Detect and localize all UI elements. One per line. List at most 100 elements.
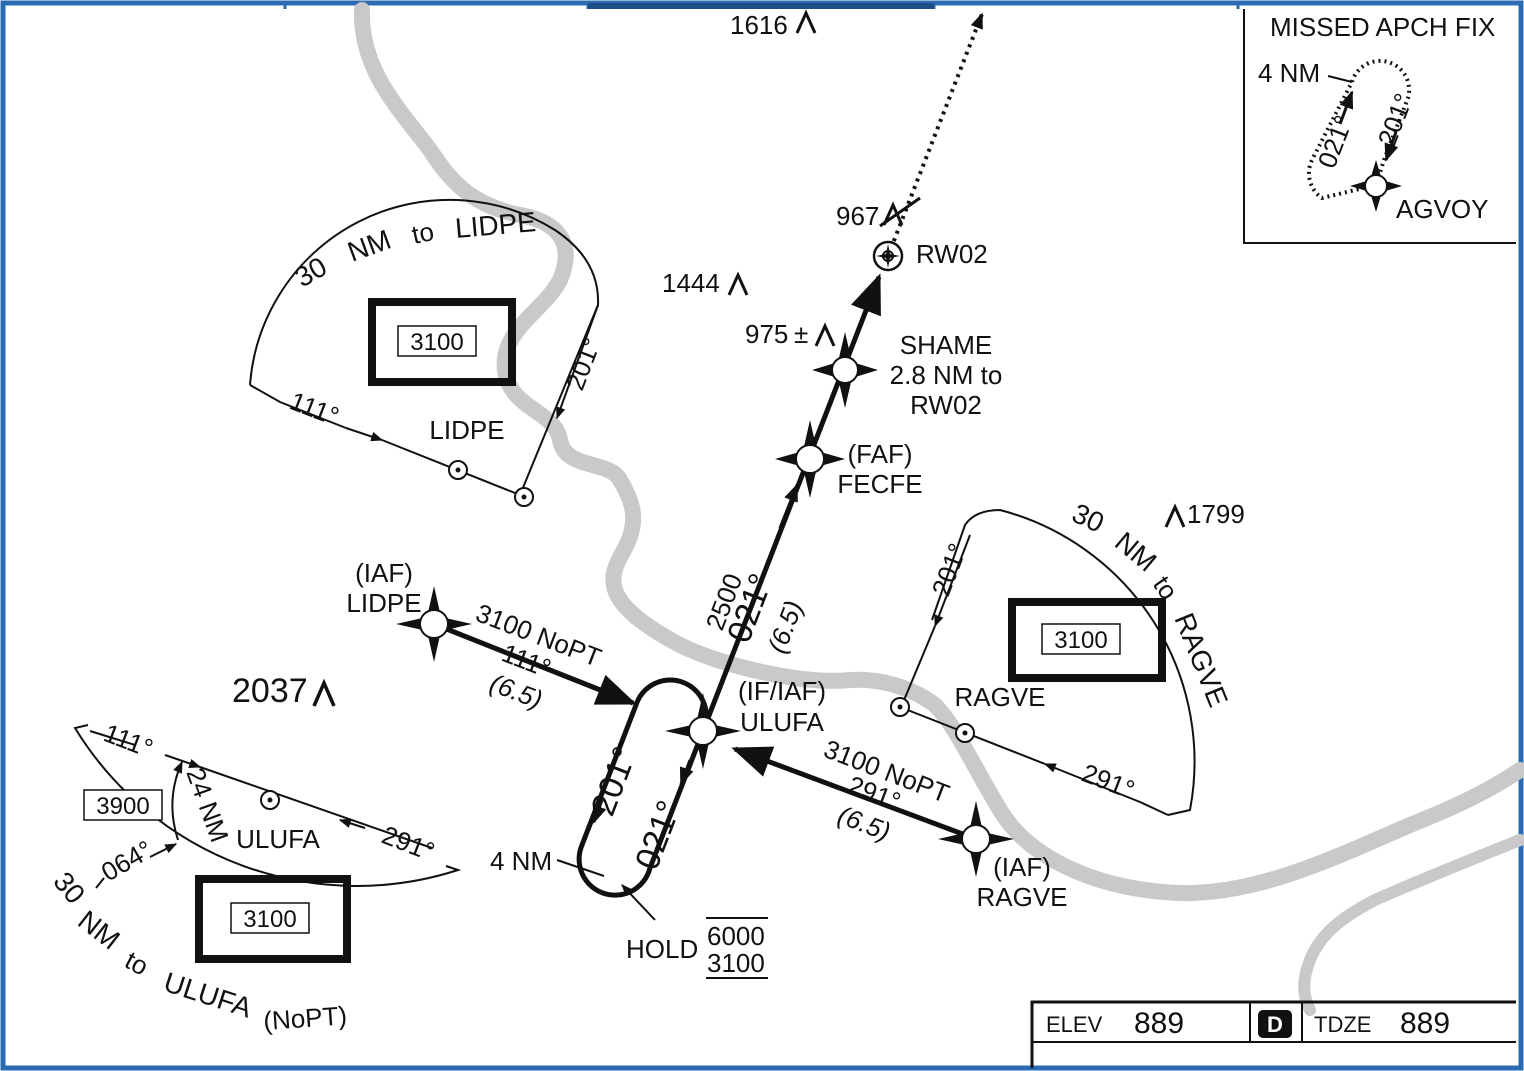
svg-text:(IF/IAF): (IF/IAF)	[738, 676, 826, 706]
elevation-box: ELEV 889 D TDZE 889	[1030, 1000, 1516, 1068]
peak-1444: 1444	[662, 268, 749, 298]
fix-shame: SHAME 2.8 NM to RW02	[812, 330, 1002, 420]
svg-text:2.8 NM to: 2.8 NM to	[890, 360, 1003, 390]
svg-text:3900: 3900	[96, 793, 149, 820]
svg-text:NM: NM	[1109, 526, 1162, 578]
svg-text:LIDPE: LIDPE	[429, 415, 504, 445]
waypoint-lidpe	[448, 460, 468, 480]
svg-text:111°: 111°	[286, 386, 343, 432]
svg-text:3100: 3100	[410, 329, 463, 356]
taa-ragve: 201° 291° 30 NM to RAGVE RAGVE 3100	[890, 497, 1234, 816]
svg-text:D: D	[1267, 1012, 1283, 1037]
svg-text:30: 30	[47, 866, 91, 910]
svg-text:064°: 064°	[96, 834, 158, 887]
svg-text:021°: 021°	[1312, 111, 1359, 172]
runway-fix: RW02	[872, 239, 988, 272]
svg-text:967: 967	[836, 201, 879, 231]
route-ragve: 3100 NoPT 291° (6.5)	[731, 734, 977, 847]
svg-text:201°: 201°	[926, 539, 973, 600]
svg-text:1799: 1799	[1187, 499, 1245, 529]
svg-text:HOLD: HOLD	[626, 934, 698, 964]
waypoint-ragve-corner	[890, 697, 910, 717]
svg-text:TDZE: TDZE	[1314, 1012, 1371, 1037]
svg-text:ELEV: ELEV	[1046, 1012, 1103, 1037]
peak-1616: 1616	[730, 9, 817, 40]
missed-approach-inset: MISSED APCH FIX 4 NM 021° 201° AGVOY	[1243, 9, 1516, 244]
route-lidpe: 3100 NoPT 111° (6.5)	[433, 598, 637, 715]
svg-text:201°: 201°	[560, 333, 607, 394]
fix-lidpe-iaf: (IAF) LIDPE	[346, 558, 472, 662]
peak-icon	[882, 201, 904, 226]
svg-text:291°: 291°	[1078, 758, 1139, 805]
svg-text:(IAF): (IAF)	[355, 558, 413, 588]
svg-text:2037: 2037	[232, 672, 308, 710]
svg-text:to: to	[409, 216, 436, 250]
svg-text:111°: 111°	[100, 718, 157, 764]
svg-text:ULUFA: ULUFA	[236, 824, 320, 854]
svg-text:(IAF): (IAF)	[993, 852, 1051, 882]
svg-text:±: ±	[794, 319, 808, 349]
svg-text:30: 30	[290, 251, 332, 293]
svg-text:NM: NM	[343, 224, 395, 268]
svg-text:RAGVE: RAGVE	[1168, 609, 1233, 712]
hold-inbound-course: 021°	[628, 796, 689, 875]
peak-icon	[814, 322, 836, 347]
svg-text:3100: 3100	[707, 948, 765, 978]
fix-agvoy	[1350, 160, 1402, 212]
svg-text:975: 975	[745, 319, 788, 349]
svg-text:30: 30	[1067, 497, 1108, 538]
svg-text:291°: 291°	[378, 820, 439, 867]
waypoint-lidpe-corner	[514, 487, 534, 507]
missed-approach-path	[879, 12, 984, 257]
dme-badge	[1258, 1010, 1292, 1038]
peak-967: 967	[836, 201, 904, 231]
svg-text:(NoPT): (NoPT)	[262, 1000, 348, 1036]
hold-altitudes: HOLD 6000 3100	[626, 917, 768, 979]
svg-text:ULUFA: ULUFA	[740, 707, 824, 737]
svg-text:3100: 3100	[243, 906, 296, 933]
svg-text:FECFE: FECFE	[837, 469, 922, 499]
svg-text:(FAF): (FAF)	[848, 439, 913, 469]
peak-icon	[727, 271, 749, 296]
svg-text:4 NM: 4 NM	[1258, 58, 1320, 88]
svg-text:RAGVE: RAGVE	[954, 682, 1045, 712]
svg-text:to: to	[120, 945, 153, 982]
waypoint-ragve	[955, 723, 975, 743]
fix-fecfe: (FAF) FECFE	[775, 420, 923, 499]
peak-975: 975 ±	[745, 319, 836, 349]
peak-icon	[795, 9, 817, 34]
final-approach-course	[700, 273, 882, 732]
waypoint-ulufa	[260, 790, 280, 810]
svg-text:RW02: RW02	[910, 390, 982, 420]
svg-text:6000: 6000	[707, 921, 765, 951]
svg-text:ULUFA: ULUFA	[160, 966, 256, 1023]
svg-text:3100: 3100	[1054, 627, 1107, 654]
svg-text:LIDPE: LIDPE	[346, 588, 421, 618]
svg-text:889: 889	[1400, 1007, 1450, 1040]
hold-pattern	[556, 677, 709, 921]
hold-outbound-course: 201°	[584, 742, 645, 821]
svg-text:SHAME: SHAME	[900, 330, 992, 360]
svg-text:AGVOY: AGVOY	[1396, 194, 1488, 224]
svg-text:RW02: RW02	[916, 239, 988, 269]
peak-2037: 2037	[232, 672, 336, 710]
svg-text:RAGVE: RAGVE	[976, 882, 1067, 912]
svg-text:201°: 201°	[1372, 89, 1419, 150]
peak-icon	[1164, 503, 1186, 528]
river-branch	[1298, 834, 1524, 1016]
peak-1799: 1799	[1164, 499, 1245, 529]
svg-text:NM: NM	[72, 904, 125, 955]
hold-leg-label: 4 NM	[490, 846, 552, 876]
taa-lidpe: 111° 201° 30 NM to LIDPE LIDPE 3100	[249, 198, 607, 507]
svg-text:LIDPE: LIDPE	[454, 206, 537, 244]
svg-text:1616: 1616	[730, 10, 788, 40]
fix-ulufa: (IF/IAF) ULUFA	[665, 676, 826, 769]
svg-text:889: 889	[1134, 1007, 1184, 1040]
svg-text:1444: 1444	[662, 268, 720, 298]
taa-ulufa: 111° 291° 064° 24 NM 30 NM to ULUFA (NoP…	[47, 718, 462, 1036]
peak-icon	[312, 678, 336, 707]
svg-text:MISSED APCH FIX: MISSED APCH FIX	[1270, 12, 1495, 42]
fix-ragve-iaf: (IAF) RAGVE	[938, 801, 1068, 912]
